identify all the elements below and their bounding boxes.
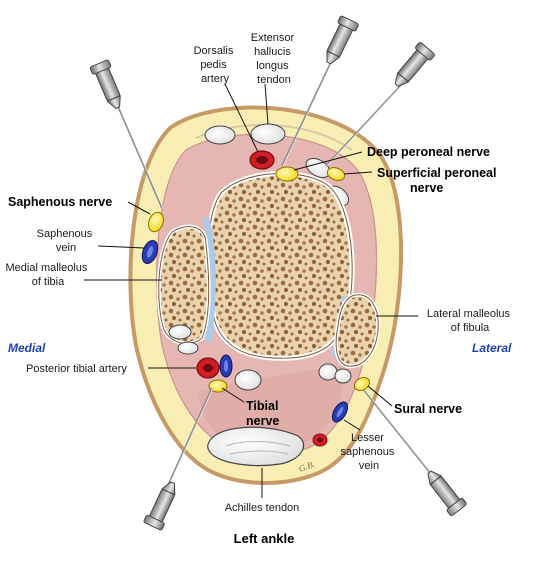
needles — [89, 15, 467, 531]
needle-sural — [363, 389, 467, 517]
flexor-digitorum-tendon — [177, 341, 199, 355]
label-saphenous-vein: Saphenous vein — [37, 228, 96, 254]
label-dorsalis-pedis-artery: Dorsalis pedis artery — [194, 45, 237, 85]
figure-title: Left ankle — [234, 531, 295, 546]
achilles-tendon — [207, 426, 304, 467]
needle-deep-peroneal — [281, 15, 359, 167]
sural-nerve — [353, 376, 371, 392]
deep-peroneal-nerve — [275, 166, 299, 182]
posterior-compartment — [198, 366, 343, 449]
superficial-peroneal-nerve — [326, 167, 346, 181]
peroneus-brevis-tendon — [334, 368, 352, 384]
leader-lines — [84, 83, 418, 498]
peroneus-longus-tendon — [318, 363, 338, 381]
tibial-nerve — [208, 379, 228, 393]
label-tibial-nerve: Tibial nerve — [246, 399, 282, 428]
label-lateral-malleolus: Lateral malleolus of fibula — [427, 308, 513, 334]
label-lesser-saphenous-vein: Lesser saphenous vein — [341, 432, 398, 472]
label-saphenous-nerve: Saphenous nerve — [8, 195, 112, 209]
label-medial: Medial — [8, 341, 46, 355]
tibialis-anterior-tendon — [204, 125, 236, 145]
extensor-hallucis-longus-tendon — [250, 123, 286, 145]
flexor-hallucis-longus-tendon — [234, 369, 262, 391]
label-medial-malleolus: Medial malleolus of tibia — [6, 262, 91, 288]
label-sural-nerve: Sural nerve — [394, 402, 462, 416]
needle-tibial — [143, 387, 214, 531]
tibia — [205, 171, 355, 361]
labels: Extensor hallucis longus tendon Dorsalis… — [6, 32, 513, 546]
label-superficial-peroneal-nerve: Superficial peroneal nerve — [377, 166, 500, 195]
needle-superficial-peroneal — [325, 42, 435, 167]
label-extensor-hallucis-longus-tendon: Extensor hallucis longus tendon — [251, 32, 297, 86]
saphenous-nerve — [148, 211, 164, 233]
label-deep-peroneal-nerve: Deep peroneal nerve — [367, 145, 490, 159]
ankle-cross-section: G.B. — [128, 105, 403, 485]
needle-saphenous — [89, 59, 164, 209]
label-lateral: Lateral — [472, 341, 512, 355]
label-posterior-tibial-artery: Posterior tibial artery — [26, 363, 127, 375]
medial-joint-cartilage — [202, 217, 216, 343]
label-achilles-tendon: Achilles tendon — [225, 502, 300, 514]
tibialis-posterior-tendon — [168, 324, 192, 340]
